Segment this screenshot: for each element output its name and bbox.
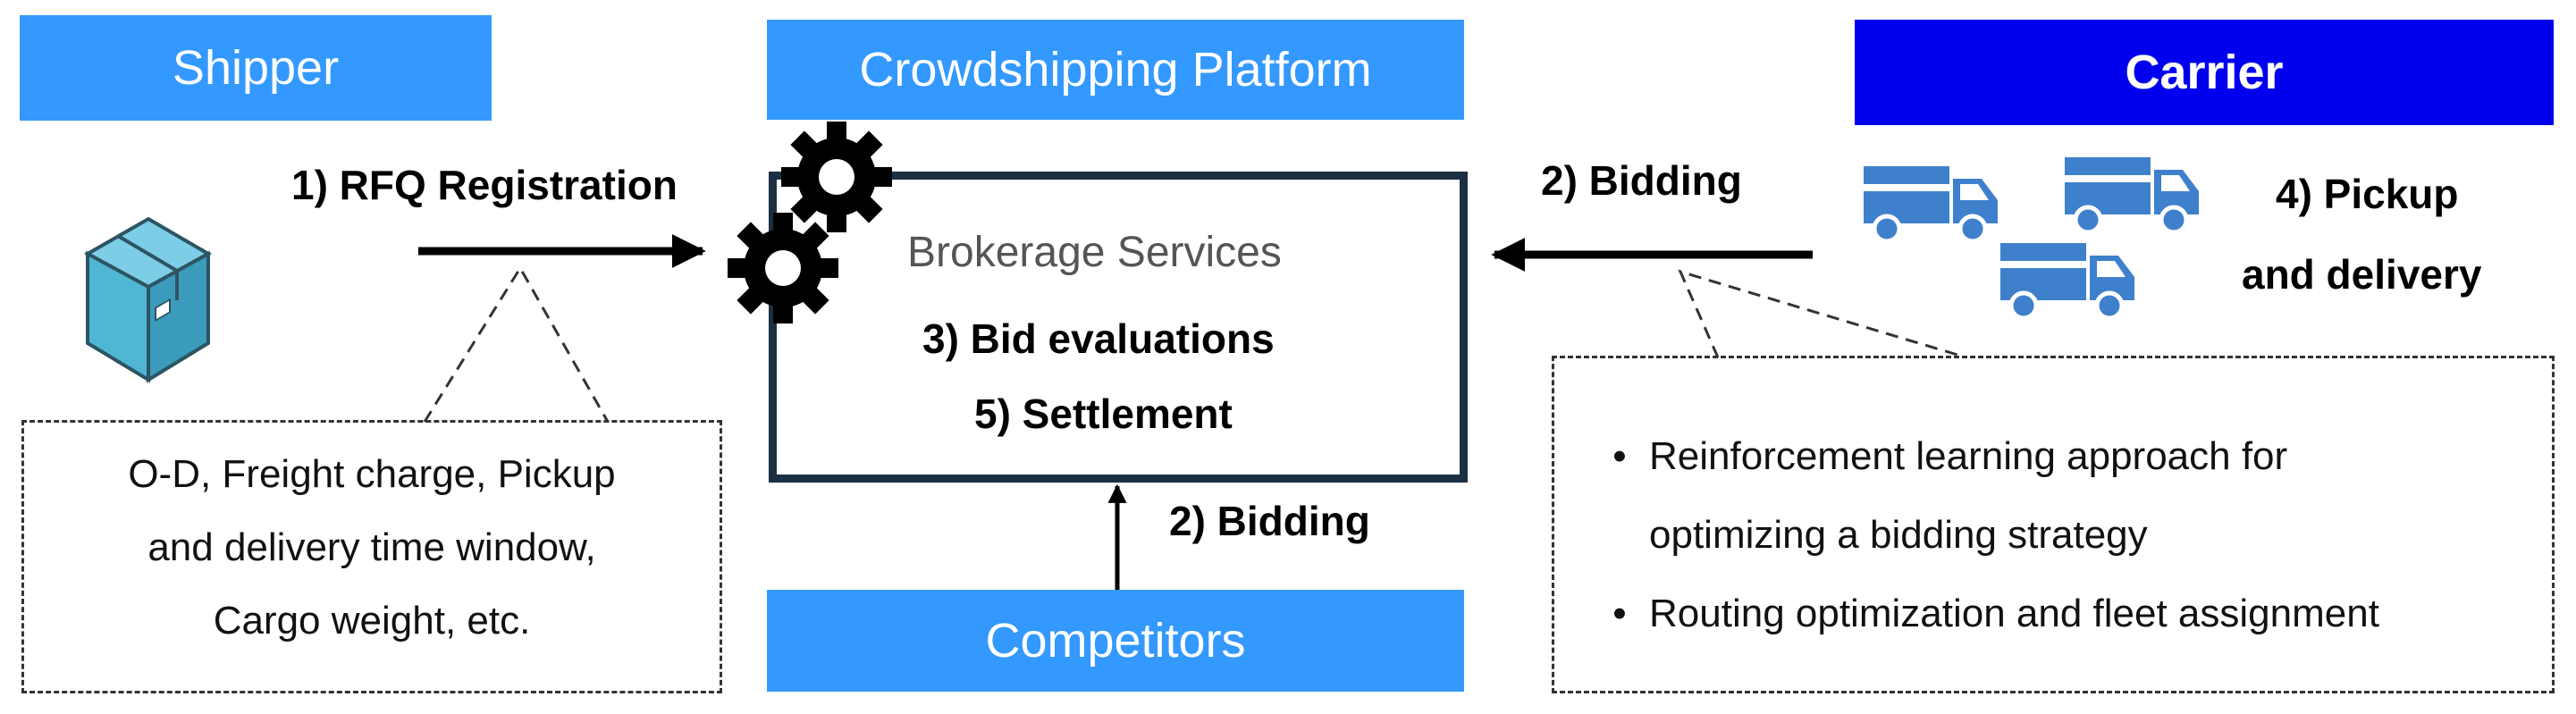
shipper-note-line: and delivery time window, [147, 525, 596, 569]
step-settlement: 5) Settlement [974, 391, 1233, 437]
truck-icon [2065, 157, 2199, 232]
competitors-header-label: Competitors [985, 614, 1246, 668]
bullet-dot: • [1612, 592, 1627, 635]
carrier-callout-connector [1678, 269, 1967, 359]
shipper-header: Shipper [20, 15, 492, 121]
carrier-note-bullet: • Routing optimization and fleet assignm… [1590, 575, 2552, 653]
carrier-note: • Reinforcement learning approach for op… [1552, 356, 2555, 693]
gear-icon [728, 213, 838, 323]
brokerage-title: Brokerage Services [907, 229, 1282, 276]
shipper-note: O-D, Freight charge, Pickup and delivery… [21, 420, 722, 693]
competitors-header: Competitors [767, 590, 1464, 692]
shipper-note-line: O-D, Freight charge, Pickup [128, 452, 616, 496]
truck-icon [1864, 166, 1998, 241]
carrier-note-line: Reinforcement learning approach for [1649, 434, 2288, 478]
bullet-dot: • [1612, 434, 1627, 478]
carrier-note-bullet: • Reinforcement learning approach for op… [1590, 417, 2552, 575]
cargo-box-icon [83, 216, 213, 383]
bidding-carrier-label: 2) Bidding [1541, 157, 1742, 204]
shipper-header-label: Shipper [172, 41, 340, 95]
rfq-registration-label: 1) RFQ Registration [291, 162, 678, 208]
shipper-note-line: Cargo weight, etc. [213, 599, 531, 643]
truck-icon [2000, 243, 2134, 318]
shipper-callout-connector [423, 265, 610, 423]
carrier-header-label: Carrier [2125, 46, 2284, 99]
brokerage-box [769, 172, 1468, 483]
pickup-delivery-label-1: 4) Pickup [2276, 171, 2459, 217]
platform-header: Crowdshipping Platform [767, 20, 1464, 120]
bidding-competitors-label: 2) Bidding [1169, 498, 1370, 544]
gear-icon [781, 122, 892, 232]
carrier-note-line: optimizing a bidding strategy [1649, 513, 2148, 557]
carrier-note-line: Routing optimization and fleet assignmen… [1649, 592, 2379, 635]
carrier-header: Carrier [1855, 20, 2554, 125]
pickup-delivery-label-2: and delivery [2242, 251, 2482, 298]
platform-header-label: Crowdshipping Platform [859, 43, 1372, 97]
step-bid-evaluations: 3) Bid evaluations [922, 315, 1275, 362]
